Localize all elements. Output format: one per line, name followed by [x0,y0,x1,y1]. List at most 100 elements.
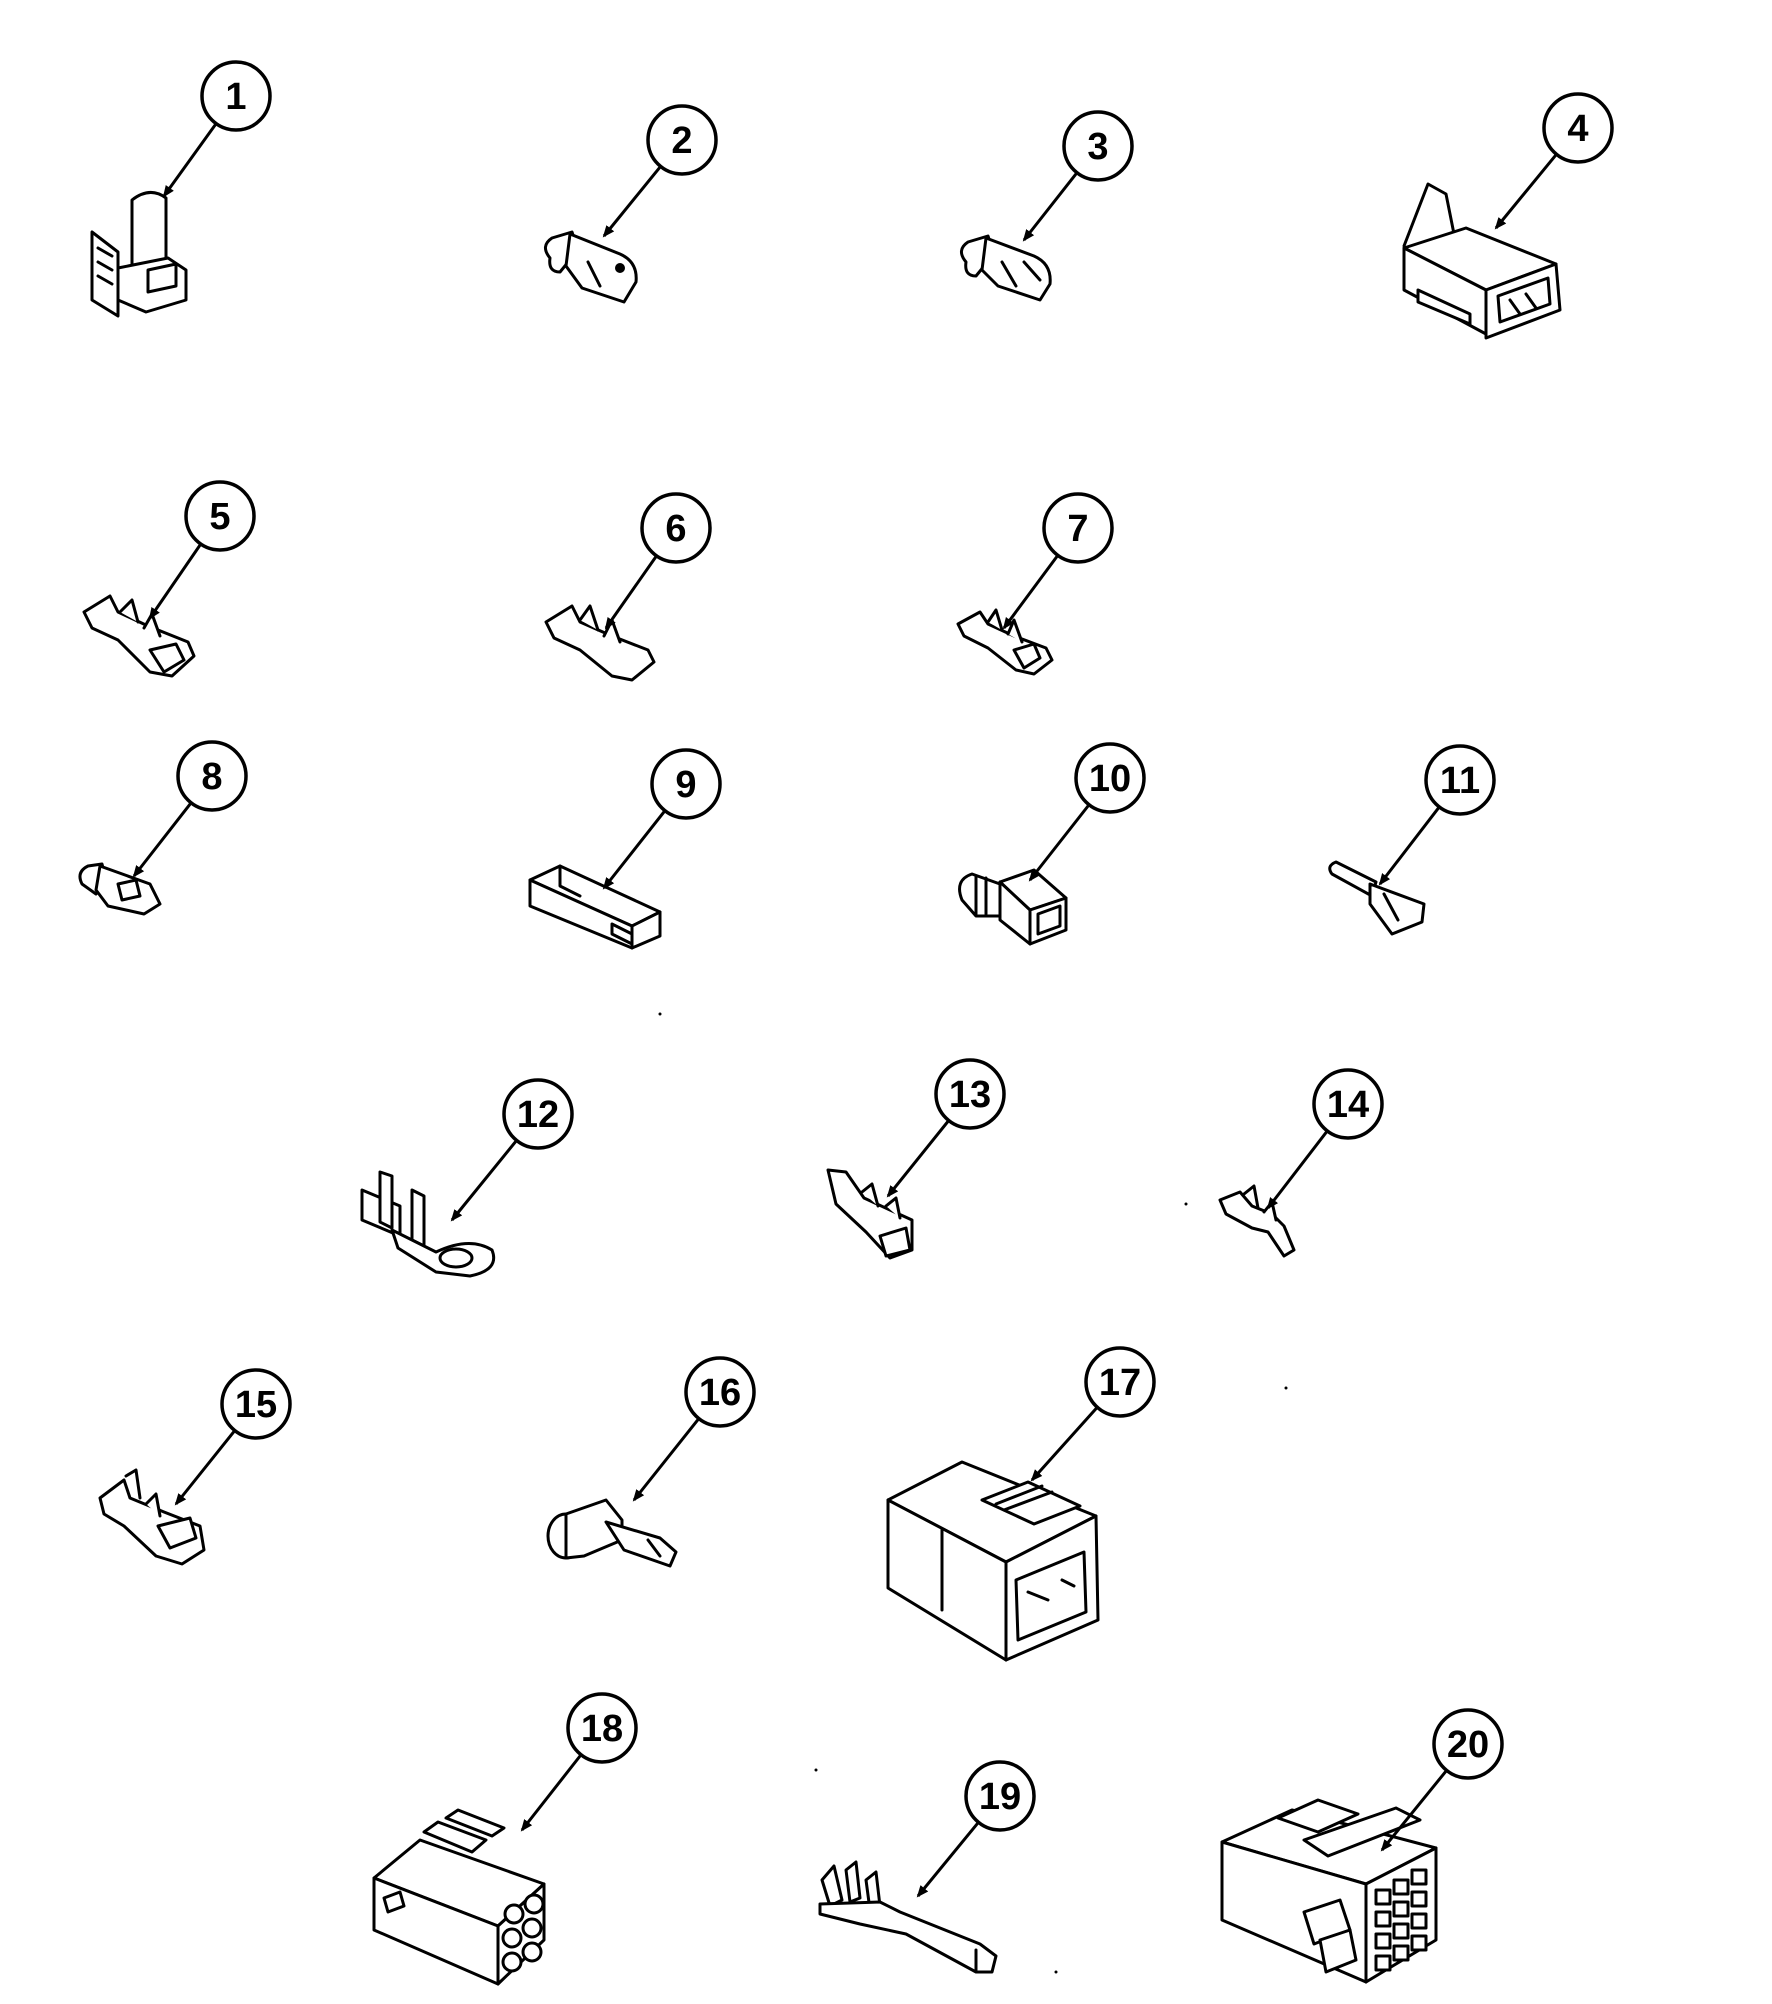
part-11-drawing [1328,860,1426,936]
part-8-drawing [78,862,162,916]
callout-10: 10 [1028,742,1146,882]
callout-8-circle [176,740,248,812]
callout-19: 19 [916,1760,1036,1898]
part-4-drawing [1402,182,1562,340]
callout-10-leader-arrow [1028,803,1091,882]
callout-8: 8 [132,740,248,878]
callout-6-number: 6 [665,508,686,550]
callout-6-leader-arrow [604,554,658,630]
callout-1-number: 1 [225,76,246,118]
callout-4-number: 4 [1567,108,1588,150]
callout-3-number: 3 [1087,126,1108,168]
callout-10-number: 10 [1089,758,1131,800]
callout-5-number: 5 [209,496,230,538]
callout-5: 5 [148,480,256,620]
callout-16: 16 [632,1356,756,1502]
part-3-drawing [960,234,1052,302]
callout-12-number: 12 [517,1094,559,1136]
part-17-drawing [886,1460,1100,1662]
part-2-drawing [544,230,638,304]
callout-14: 14 [1266,1068,1384,1210]
callout-14-circle [1312,1068,1384,1140]
callout-16-leader-arrow [632,1417,700,1502]
callout-12-circle [502,1078,574,1150]
callout-2: 2 [602,104,718,238]
callout-2-number: 2 [671,120,692,162]
callout-12-leader-arrow [450,1139,518,1222]
callout-5-circle [184,480,256,552]
callout-5-leader-arrow [148,543,202,620]
part-6-drawing [544,604,656,682]
part-12-drawing [360,1170,496,1278]
part-5-drawing [82,594,196,678]
part-16-drawing [546,1498,678,1568]
callout-13-number: 13 [949,1074,991,1116]
callout-13: 13 [886,1058,1006,1198]
callout-18-leader-arrow [520,1753,583,1832]
callout-3: 3 [1022,110,1134,242]
callout-20: 20 [1380,1708,1504,1852]
callout-9-circle [650,748,722,820]
callout-18: 18 [520,1692,638,1832]
callout-10-circle [1074,742,1146,814]
callout-11-circle [1424,744,1496,816]
callout-16-number: 16 [699,1372,741,1414]
part-14-drawing [1218,1184,1296,1258]
part-9-drawing [528,864,662,950]
part-18-drawing [372,1808,546,1986]
callout-1-leader-arrow [162,122,218,198]
part-10-drawing [958,868,1068,946]
part-19-drawing [818,1860,998,1974]
callout-11-leader-arrow [1378,806,1441,886]
callout-19-leader-arrow [916,1821,980,1898]
callout-14-number: 14 [1327,1084,1369,1126]
callout-9: 9 [602,748,722,890]
speck-marks [658,1012,1288,1974]
callout-7: 7 [1002,492,1114,630]
callout-19-number: 19 [979,1776,1021,1818]
callout-4-circle [1542,92,1614,164]
callout-15-leader-arrow [174,1429,236,1506]
callout-4-leader-arrow [1494,153,1558,230]
callout-14-leader-arrow [1266,1130,1329,1210]
callout-20-leader-arrow [1380,1769,1448,1852]
callout-17-number: 17 [1099,1362,1141,1404]
callout-13-leader-arrow [886,1119,950,1198]
callout-6-circle [640,492,712,564]
part-1-drawing [90,191,188,318]
callout-17-circle [1084,1346,1156,1418]
part-20-drawing [1220,1798,1438,1984]
callout-9-number: 9 [675,764,696,806]
callout-15: 15 [174,1368,292,1506]
callout-15-number: 15 [235,1384,277,1426]
callout-15-circle [220,1368,292,1440]
callout-8-number: 8 [201,756,222,798]
callout-1-circle [200,60,272,132]
callout-7-circle [1042,492,1114,564]
callout-9-leader-arrow [602,809,667,890]
callout-3-circle [1062,110,1134,182]
callout-7-number: 7 [1067,508,1088,550]
callout-18-circle [566,1692,638,1764]
callout-8-leader-arrow [132,801,193,878]
callout-11: 11 [1378,744,1496,886]
part-7-drawing [956,608,1054,676]
callout-4: 4 [1494,92,1614,230]
callout-12: 12 [450,1078,574,1222]
part-13-drawing [826,1168,914,1260]
callout-16-circle [684,1356,756,1428]
callout-19-circle [964,1760,1036,1832]
callout-6: 6 [604,492,712,630]
callout-3-leader-arrow [1022,171,1079,242]
callout-2-leader-arrow [602,165,662,238]
callout-17-leader-arrow [1030,1406,1099,1482]
callout-20-circle [1432,1708,1504,1780]
part-15-drawing [98,1468,206,1566]
callout-2-circle [646,104,718,176]
part-20-cavities [1374,1868,1428,1972]
callout-17: 17 [1030,1346,1156,1482]
callout-7-leader-arrow [1002,554,1059,630]
callout-11-number: 11 [1440,760,1480,802]
